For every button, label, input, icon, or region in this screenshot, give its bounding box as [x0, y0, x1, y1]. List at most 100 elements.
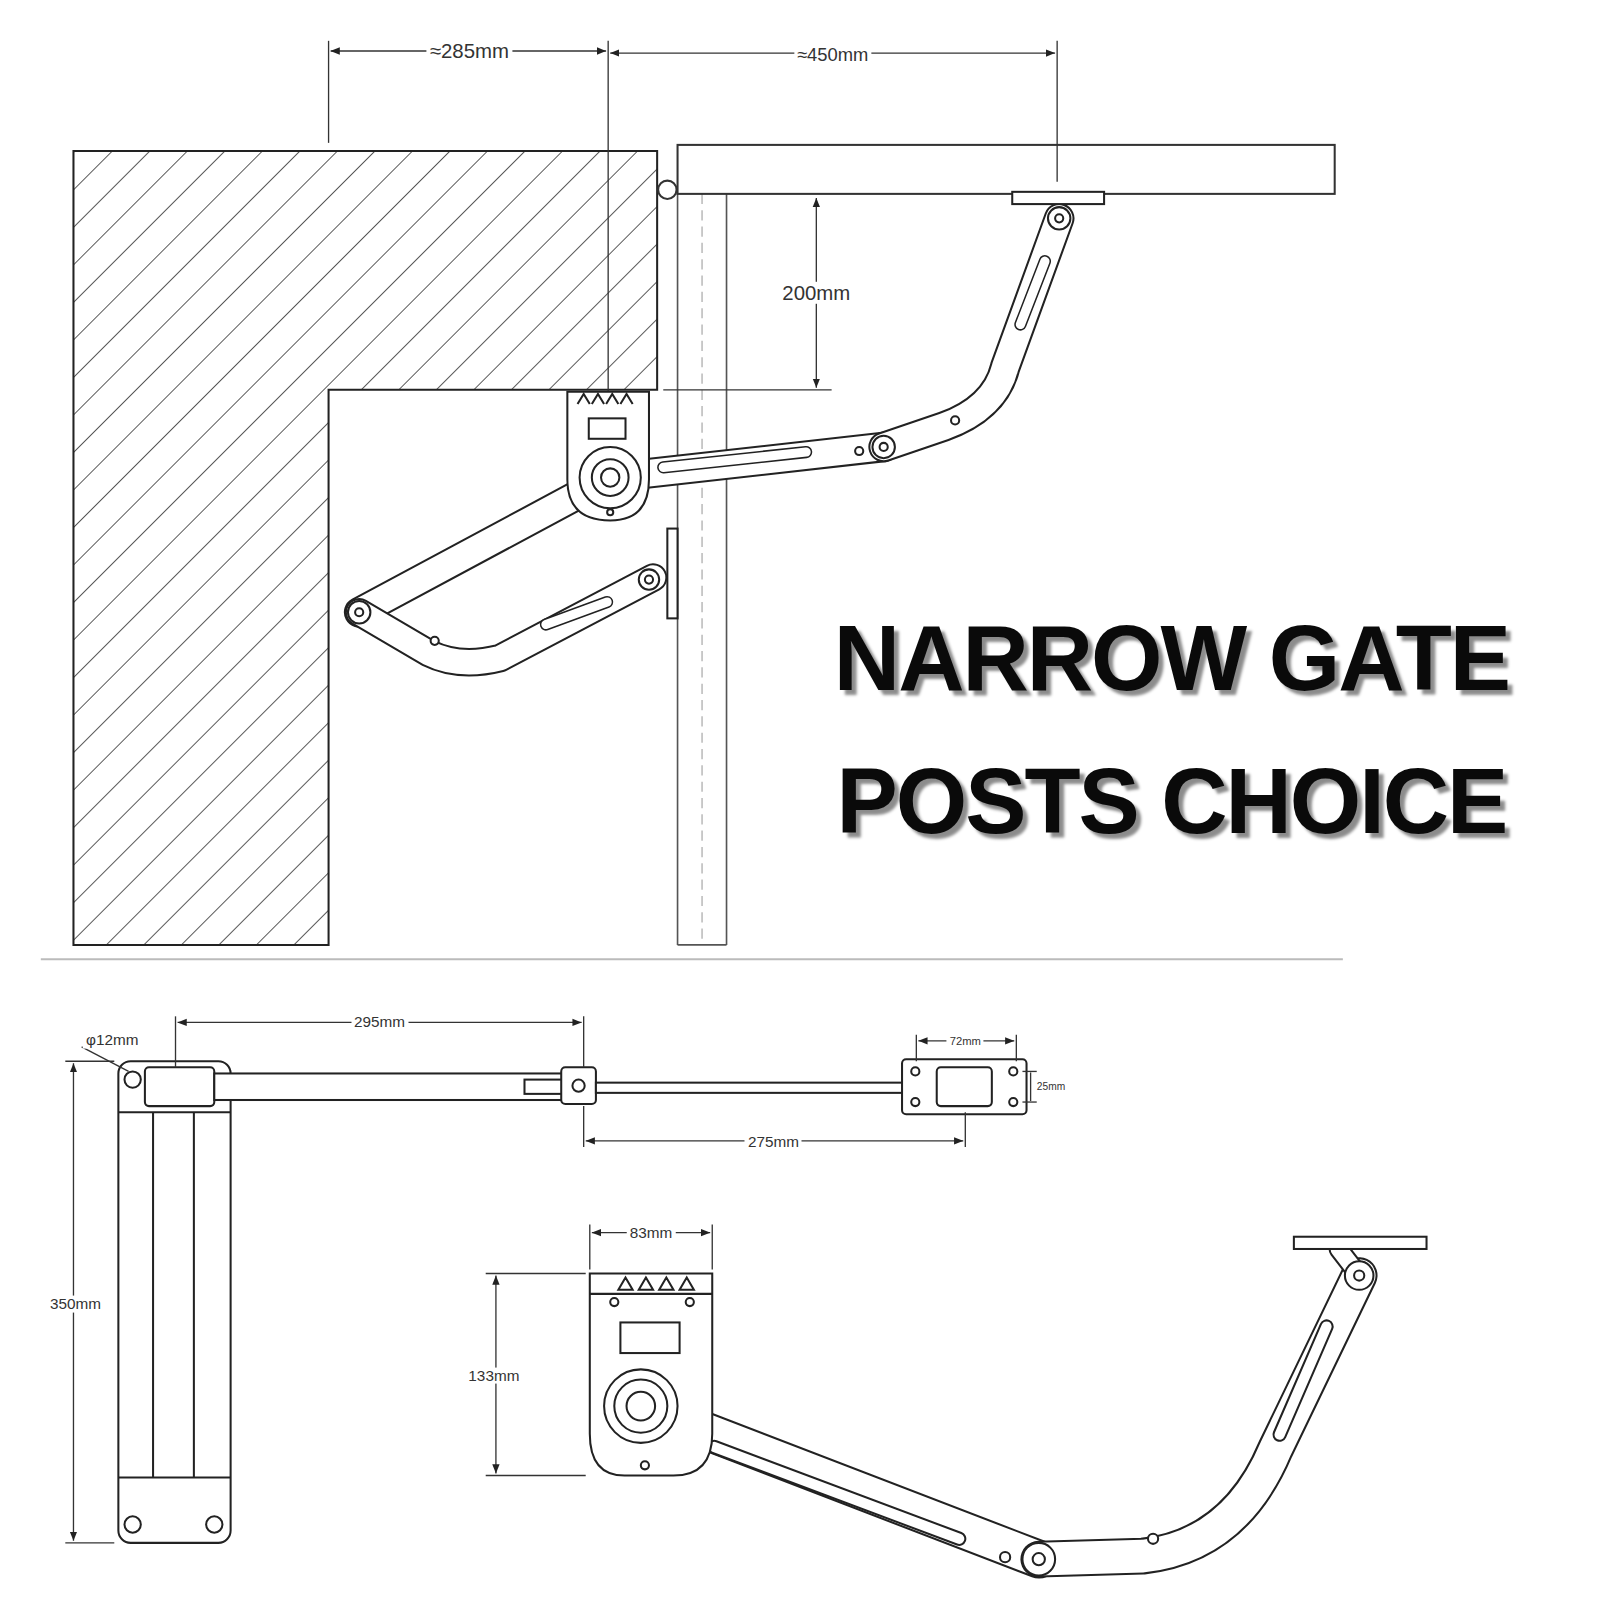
dimension-lines	[1056, 41, 1057, 182]
pivot-pin	[1048, 207, 1070, 229]
motor-unit	[627, 1392, 656, 1421]
mounting-bracket	[1012, 192, 1104, 204]
divider-line	[41, 958, 1343, 960]
motor-unit	[592, 459, 629, 496]
operator-arm	[359, 218, 1059, 662]
operator-arm	[1020, 261, 1044, 324]
dimension-label: 200mm	[779, 282, 853, 304]
dimension-lines	[1016, 1035, 1017, 1062]
dimension-label: φ12mm	[83, 1031, 141, 1048]
operator-arm	[610, 447, 883, 478]
motor-unit	[620, 1322, 679, 1353]
pivot-pin	[1055, 214, 1063, 222]
operator-arm	[610, 447, 883, 478]
wall-section	[73, 151, 657, 945]
heading: NARROW GATE POSTS CHOICE	[784, 587, 1560, 873]
operator-arm	[663, 452, 806, 467]
operator-arm	[1020, 261, 1044, 324]
dimension-lines	[583, 1016, 584, 1067]
motor-unit	[601, 468, 619, 486]
motor-side-view	[1009, 1098, 1017, 1106]
pivot-pin	[1000, 1552, 1010, 1562]
pivot-pin	[880, 443, 888, 451]
operator-arm	[714, 1447, 959, 1539]
gate-leaf	[658, 181, 676, 199]
motor-side-view	[911, 1067, 919, 1075]
dimension-lines	[965, 1112, 966, 1147]
motor-side-view	[145, 1067, 214, 1106]
operator-arm	[359, 578, 653, 663]
operator-arm	[359, 578, 653, 663]
dimension-lines	[589, 1224, 590, 1269]
dimension-lines	[712, 1224, 713, 1269]
mounting-bracket	[667, 529, 677, 619]
operator-arm	[1280, 1327, 1327, 1435]
mounting-bracket	[1294, 1237, 1427, 1249]
dimension-lines	[583, 1106, 584, 1147]
operator-arm	[641, 1249, 1359, 1559]
operator-arm	[1039, 1276, 1359, 1560]
pivot-pin	[1000, 1261, 1373, 1575]
motor-side-view	[524, 1080, 565, 1094]
dimension-label: 350mm	[47, 1296, 104, 1313]
motor-side-view	[118, 1059, 1026, 1543]
dimension-label: 83mm	[627, 1224, 676, 1241]
dimension-lines	[175, 1016, 176, 1067]
motor-unit	[610, 1298, 618, 1306]
gate-post	[726, 194, 728, 945]
motor-unit	[567, 392, 649, 521]
motor-unit	[604, 1369, 677, 1442]
dimension-label: 133mm	[465, 1367, 522, 1384]
gate-leaf	[658, 145, 1335, 199]
dimension-lines	[916, 1035, 917, 1062]
pivot-pin	[1033, 1553, 1045, 1565]
pivot-pin	[951, 416, 959, 424]
pivot-pin	[348, 601, 370, 623]
motor-side-view	[572, 1080, 584, 1092]
dimension-label: 25mm	[1034, 1081, 1068, 1092]
pivot-pin	[639, 569, 659, 589]
gate-post	[678, 194, 727, 945]
motor-unit	[578, 394, 633, 404]
motor-side-view	[911, 1098, 919, 1106]
motor-side-view	[206, 1516, 222, 1532]
pivot-pin	[872, 436, 894, 458]
motor-side-view	[152, 1112, 154, 1477]
dimension-lines	[65, 1061, 114, 1062]
dimension-label: ≈285mm	[427, 40, 512, 62]
motor-side-view	[214, 1073, 563, 1100]
dimension-lines	[65, 1542, 114, 1543]
motor-side-view	[561, 1067, 596, 1104]
pivot-pin	[645, 576, 653, 584]
pivot-pin	[1022, 1543, 1055, 1576]
motor-unit	[641, 1461, 649, 1469]
dimension-label: 72mm	[947, 1035, 984, 1047]
pivot-pin	[1148, 1534, 1158, 1544]
motor-unit	[618, 1278, 694, 1290]
pivot-pin	[1345, 1261, 1374, 1290]
pivot-pin	[1354, 1270, 1364, 1280]
motor-side-view	[118, 1477, 230, 1479]
motor-side-view	[937, 1067, 992, 1106]
motor-side-view	[124, 1516, 140, 1532]
operator-arm	[546, 602, 607, 624]
operator-arm	[714, 1447, 959, 1539]
pivot-pin	[855, 447, 863, 455]
operator-arm	[663, 452, 806, 467]
wall-section	[73, 151, 657, 945]
dimension-lines	[1030, 1072, 1031, 1101]
motor-unit	[607, 509, 613, 515]
motor-unit	[614, 1380, 667, 1433]
gate-post	[702, 194, 703, 945]
dimension-lines	[608, 41, 609, 400]
motor-unit	[686, 1298, 694, 1306]
dimension-lines	[486, 1273, 586, 1274]
pivot-pin	[431, 637, 439, 645]
motor-side-view	[124, 1071, 140, 1087]
pivot-pin	[355, 608, 363, 616]
motor-unit	[580, 447, 641, 508]
dimension-lines	[82, 1047, 129, 1071]
motor-unit	[590, 1273, 712, 1475]
gate-leaf	[678, 145, 1335, 194]
motor-side-view	[1009, 1067, 1017, 1075]
